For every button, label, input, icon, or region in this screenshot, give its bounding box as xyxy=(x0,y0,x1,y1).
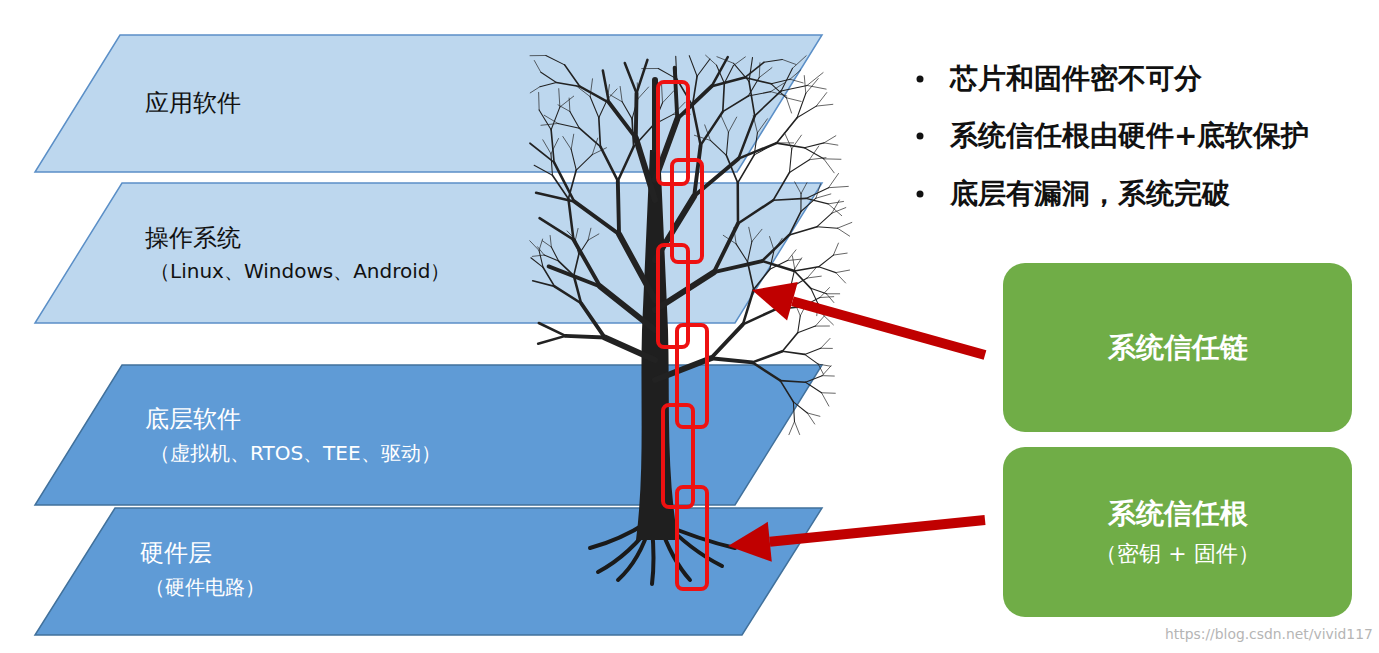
layer-band: 硬件层 （硬件电路） xyxy=(35,508,822,635)
layer-title: 底层软件 xyxy=(145,403,241,435)
bullet-dot xyxy=(917,133,924,140)
layer-shape xyxy=(35,183,822,323)
layer-title: 应用软件 xyxy=(145,87,241,119)
layer-band: 操作系统 （Linux、Windows、Android） xyxy=(35,183,822,323)
layer-title: 操作系统 xyxy=(145,222,241,254)
layer-band: 底层软件 （虚拟机、RTOS、TEE、驱动） xyxy=(35,365,822,505)
concept-box: 系统信任根 （密钥 + 固件） xyxy=(1003,447,1352,617)
concept-box: 系统信任链 xyxy=(1003,263,1352,432)
layer-shape xyxy=(35,365,822,505)
layer-subtitle: （硬件电路） xyxy=(145,574,265,601)
watermark: https://blog.csdn.net/vivid117 xyxy=(1165,626,1373,642)
bullet-point: 芯片和固件密不可分 xyxy=(950,60,1202,98)
bullet-dot xyxy=(917,76,924,83)
bullet-point: 底层有漏洞，系统完破 xyxy=(950,175,1230,213)
layer-subtitle: （Linux、Windows、Android） xyxy=(150,258,451,285)
layer-shape xyxy=(35,508,822,635)
layer-subtitle: （虚拟机、RTOS、TEE、驱动） xyxy=(150,440,441,467)
pointer-arrow xyxy=(752,282,985,355)
box-title: 系统信任链 xyxy=(1108,329,1248,367)
bullet-point: 系统信任根由硬件+底软保护 xyxy=(950,117,1309,155)
box-subtitle: （密钥 + 固件） xyxy=(1095,539,1259,569)
box-title: 系统信任根 xyxy=(1108,495,1248,533)
layer-title: 硬件层 xyxy=(140,537,212,569)
layer-band: 应用软件 xyxy=(35,35,822,172)
pointer-arrow xyxy=(728,520,985,562)
bullet-dot xyxy=(917,191,924,198)
